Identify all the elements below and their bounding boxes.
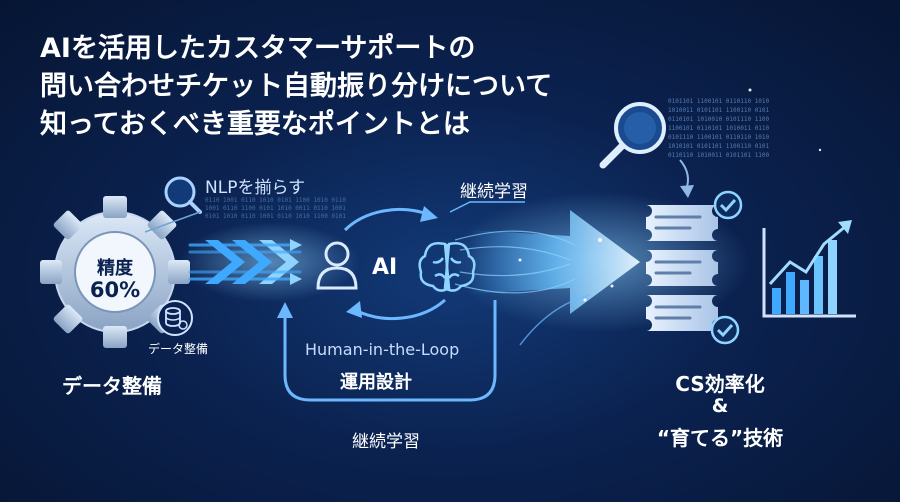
- ampersand-label: &: [711, 395, 729, 417]
- svg-text:1010101 0101101 1100110 0101: 1010101 0101101 1100110 0101: [668, 143, 770, 150]
- check-icon: [710, 190, 743, 345]
- data-prep-label: データ整備: [62, 374, 162, 398]
- svg-text:0101110 1100101 0110110 1010: 0101110 1100101 0110110 1010: [668, 134, 770, 141]
- page-title: AIを活用したカスタマーサポートの 問い合わせチケット自動振り分けについて 知っ…: [40, 30, 552, 144]
- nlp-label: NLPを揃らす: [205, 178, 306, 198]
- accuracy-label: 精度: [97, 258, 133, 279]
- continuous-learning-top-label: 継続学習: [460, 182, 528, 202]
- gear-icon: [40, 196, 190, 348]
- svg-text:1010011 0101101 1100110 0101: 1010011 0101101 1100110 0101: [668, 107, 770, 114]
- title-line-1: AIを活用したカスタマーサポートの: [40, 33, 476, 64]
- title-line-3: 知っておくべき重要なポイントとは: [40, 109, 470, 140]
- ticket-stack-icon: [646, 205, 718, 331]
- svg-text:0110 1001 0110 1010 0101 1100: 0110 1001 0110 1010 0101 1100 1010 0110: [205, 197, 346, 204]
- ai-label: AI: [372, 255, 398, 280]
- human-in-the-loop-label: Human-in-the-Loop: [305, 340, 460, 359]
- data-prep-small-label: データ整備: [148, 342, 209, 356]
- svg-text:0101 1010 0110 1001 0110 1010: 0101 1010 0110 1001 0110 1010 1100 0101: [205, 213, 346, 220]
- continuous-learning-bottom-label: 継続学習: [352, 432, 420, 452]
- flow-chevrons-icon: [205, 240, 299, 284]
- svg-text:1001 0110 1100 0101 1010 0011: 1001 0110 1100 0101 1010 0011 0110 1001: [205, 205, 346, 212]
- search-icon: [599, 102, 666, 169]
- title-line-2: 問い合わせチケット自動振り分けについて: [40, 71, 553, 102]
- accuracy-value: 60%: [89, 278, 141, 302]
- growth-chart-icon: [762, 220, 856, 318]
- nurturing-tech-label: “育てる”技術: [656, 426, 784, 450]
- svg-text:0101101 1100101 0110110 1010: 0101101 1100101 0110110 1010: [668, 98, 770, 105]
- svg-text:1100101 0110101 1010011 0110: 1100101 0110101 1010011 0110: [668, 125, 770, 132]
- cs-efficiency-label: CS効率化: [675, 372, 765, 396]
- svg-text:0110110 1010011 0101101 1100: 0110110 1010011 0101101 1100: [668, 152, 770, 159]
- database-icon: [157, 300, 193, 336]
- operation-design-label: 運用設計: [340, 372, 412, 393]
- person-icon: [316, 241, 358, 290]
- svg-text:0110101 1010010 0101110 1100: 0110101 1010010 0101110 1100: [668, 116, 770, 123]
- magnifier-icon: [164, 176, 202, 214]
